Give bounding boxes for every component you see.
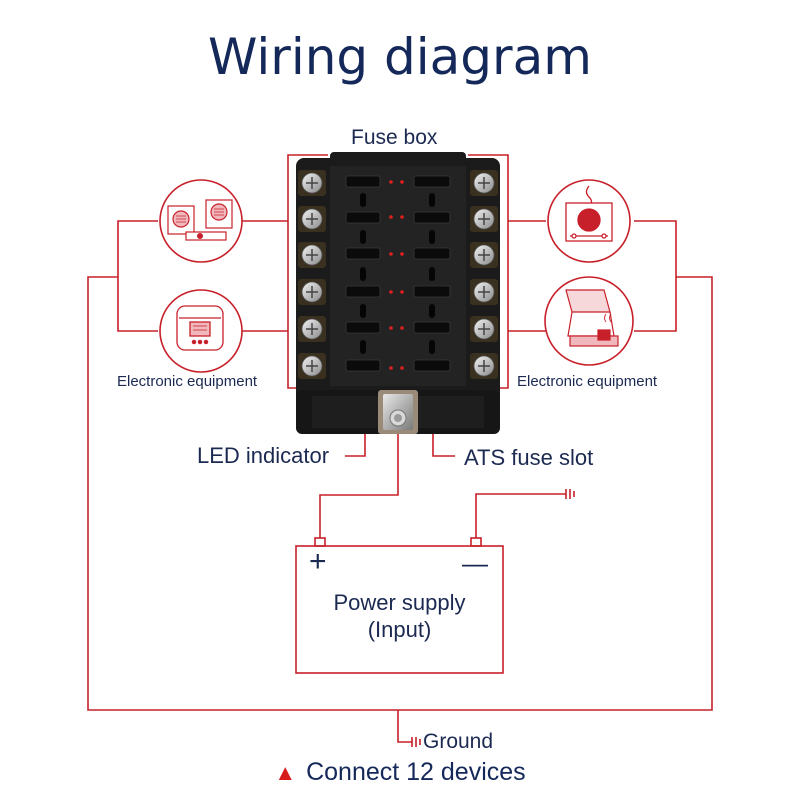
warning-triangle-icon: ▲: [274, 760, 297, 785]
wire-left-bracket: [287, 154, 328, 389]
led-indicators: [389, 180, 404, 370]
screw: [298, 353, 326, 379]
wire-negative: [475, 493, 566, 540]
left-terminal-screws: [298, 170, 326, 379]
screw: [470, 316, 498, 342]
fuse-slots: [345, 175, 451, 372]
wire-right-devices-join: [634, 220, 677, 332]
center-bolt: [378, 390, 418, 434]
waffle-maker-icon: [565, 289, 619, 347]
fuse-blade-contacts: [360, 193, 435, 354]
screw: [470, 279, 498, 305]
power-supply-label: Power supply (Input): [296, 589, 503, 643]
ats-fuse-slot-label: ATS fuse slot: [464, 445, 594, 470]
connect-note: ▲ Connect 12 devices: [0, 758, 800, 787]
led-indicator-label: LED indicator: [197, 443, 330, 468]
screw: [470, 353, 498, 379]
wire-ground-drop: [397, 710, 412, 743]
positive-sign: +: [309, 545, 327, 578]
screw: [298, 279, 326, 305]
screw: [470, 206, 498, 232]
connect-text: Connect 12 devices: [306, 758, 526, 786]
page-title: Wiring diagram: [208, 28, 592, 86]
power-supply-line2: (Input): [367, 617, 432, 642]
wire-positive: [319, 430, 399, 540]
negative-sign: —: [462, 548, 488, 578]
right-terminal-screws: [470, 170, 498, 379]
wire-right-bracket: [468, 154, 509, 389]
screw: [298, 170, 326, 196]
fuse-box-label: Fuse box: [351, 126, 438, 149]
wire-left-devices-join: [117, 220, 158, 332]
wire-ground-loop: [87, 276, 713, 711]
left-equipment-label: Electronic equipment: [117, 373, 258, 390]
screw: [470, 242, 498, 268]
speaker-device-icon: [167, 199, 233, 241]
ground-label: Ground: [423, 730, 494, 753]
ground-symbol-bottom: [411, 737, 421, 747]
power-supply-line1: Power supply: [333, 590, 466, 615]
screw: [298, 206, 326, 232]
negative-terminal: [470, 537, 482, 547]
rice-cooker-icon: [176, 305, 224, 351]
screw: [298, 316, 326, 342]
ground-symbol-top: [565, 489, 575, 499]
right-equipment-label: Electronic equipment: [517, 373, 658, 390]
power-supply-box: [295, 545, 504, 674]
screw: [298, 242, 326, 268]
induction-cooker-icon: [565, 185, 613, 242]
screw: [470, 170, 498, 196]
